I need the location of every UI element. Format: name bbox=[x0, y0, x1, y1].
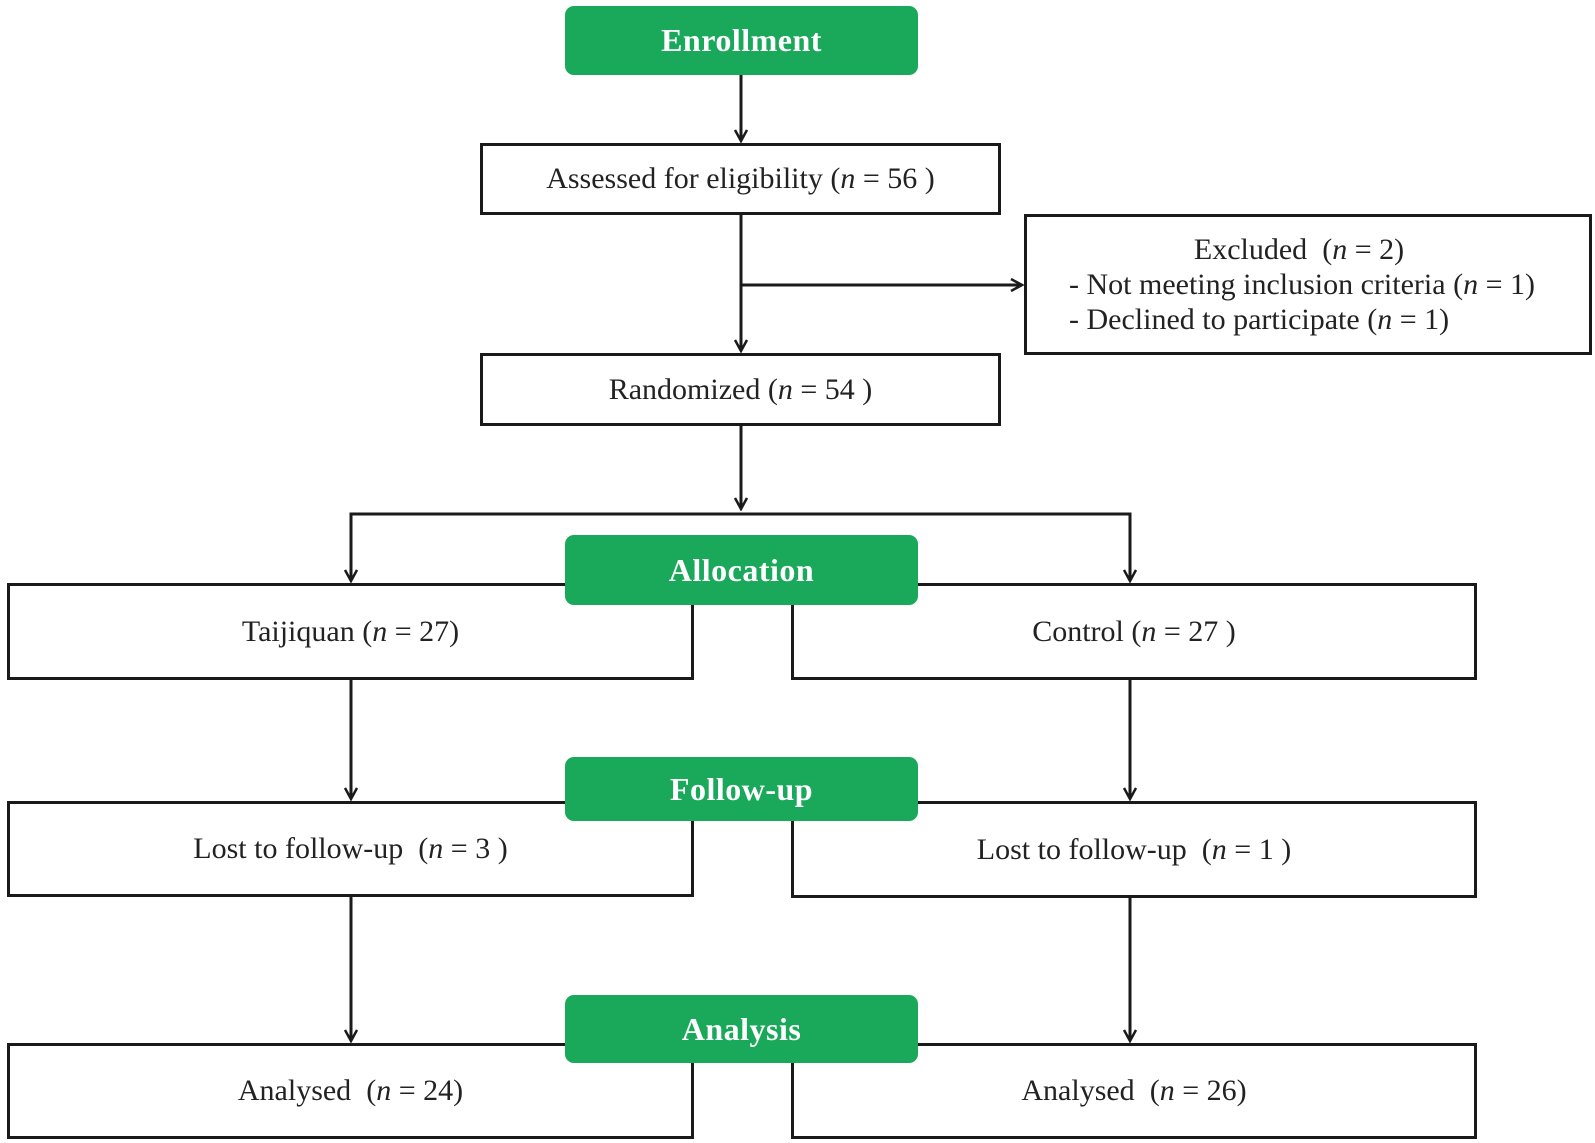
followup-label: Lost to follow-up bbox=[976, 832, 1187, 866]
n-symbol: n bbox=[376, 1074, 392, 1107]
allocation-n: 27 bbox=[1188, 614, 1219, 648]
excluded-label: Excluded bbox=[1193, 233, 1308, 266]
excluded-box: Excluded (n = 2) - Not meeting inclusion… bbox=[1024, 214, 1592, 355]
n-symbol: n bbox=[1463, 268, 1479, 301]
analysis-n: 26 bbox=[1206, 1074, 1237, 1107]
excluded-reason-label: - Declined to participate bbox=[1069, 303, 1360, 336]
allocation-n: 27 bbox=[419, 614, 450, 648]
excluded-heading: Excluded (n = 2) bbox=[1193, 233, 1405, 266]
excluded-reason: - Not meeting inclusion criteria (n = 1) bbox=[1069, 268, 1535, 301]
excluded-reason: - Declined to participate (n = 1) bbox=[1069, 303, 1450, 336]
n-symbol: n bbox=[1159, 1074, 1175, 1107]
allocation-label: Control bbox=[1032, 614, 1124, 648]
n-symbol: n bbox=[840, 162, 856, 195]
analysis-label: Analysed bbox=[237, 1074, 352, 1107]
phase-allocation-label: Allocation bbox=[668, 551, 815, 588]
assessed-label: Assessed for eligibility bbox=[546, 162, 823, 195]
phase-followup-label: Follow-up bbox=[669, 770, 814, 807]
n-symbol: n bbox=[428, 832, 444, 865]
n-symbol: n bbox=[1141, 614, 1157, 648]
allocation-label: Taijiquan bbox=[241, 614, 355, 648]
excluded-reason-n: 1 bbox=[1424, 303, 1440, 336]
randomized-n: 54 bbox=[824, 372, 855, 406]
phase-analysis: Analysis bbox=[565, 995, 918, 1063]
randomized-label: Randomized bbox=[608, 372, 761, 406]
phase-allocation: Allocation bbox=[565, 535, 918, 605]
excluded-n: 2 bbox=[1379, 233, 1395, 266]
phase-followup: Follow-up bbox=[565, 757, 918, 821]
randomized-box: Randomized (n = 54 ) bbox=[480, 353, 1001, 426]
analysis-label: Analysed bbox=[1021, 1074, 1135, 1107]
taijiquan-analysis-box: Analysed (n = 24) bbox=[7, 1043, 694, 1139]
phase-analysis-label: Analysis bbox=[681, 1010, 802, 1047]
n-symbol: n bbox=[1332, 233, 1348, 266]
followup-label: Lost to follow-up bbox=[193, 832, 404, 865]
analysis-n: 24 bbox=[423, 1074, 454, 1107]
followup-n: 3 bbox=[475, 832, 491, 865]
control-analysis-box: Analysed (n = 26) bbox=[791, 1043, 1477, 1139]
assessed-box: Assessed for eligibility (n = 56 ) bbox=[480, 143, 1001, 215]
excluded-reason-label: - Not meeting inclusion criteria bbox=[1069, 268, 1446, 301]
n-symbol: n bbox=[1211, 832, 1227, 866]
phase-enrollment-label: Enrollment bbox=[661, 22, 822, 58]
n-symbol: n bbox=[372, 614, 388, 648]
followup-n: 1 bbox=[1258, 832, 1274, 866]
assessed-n: 56 bbox=[887, 162, 918, 195]
split-connector bbox=[349, 512, 1132, 543]
excluded-reason-n: 1 bbox=[1509, 268, 1525, 301]
n-symbol: n bbox=[777, 372, 793, 406]
phase-enrollment: Enrollment bbox=[565, 6, 918, 75]
n-symbol: n bbox=[1377, 303, 1393, 336]
